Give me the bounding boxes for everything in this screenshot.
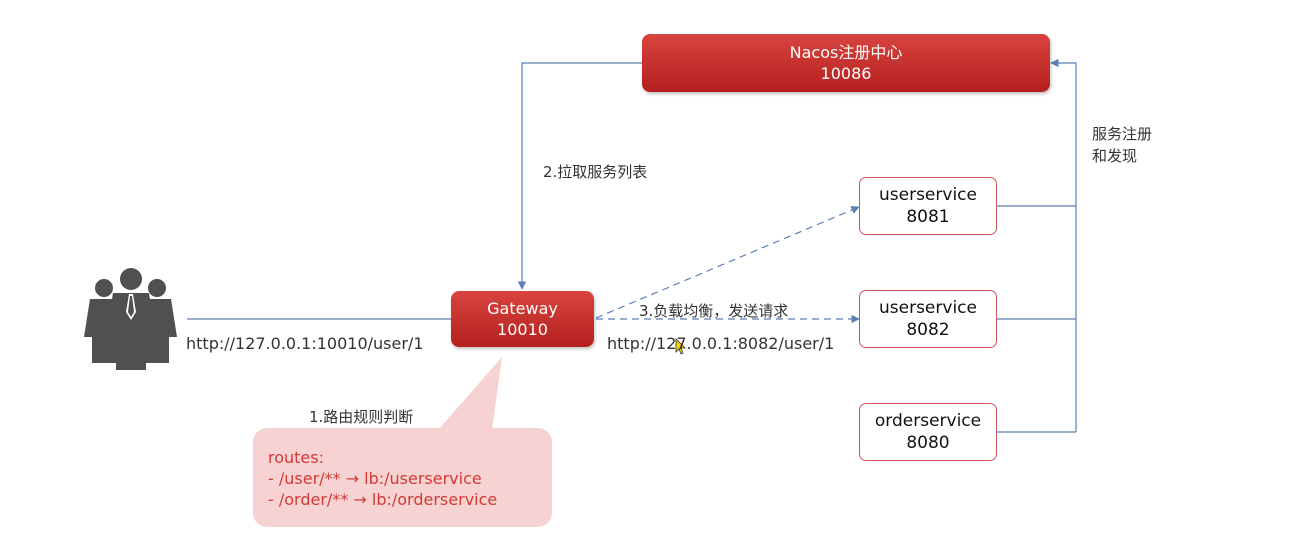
step1-label: 1.路由规则判断 [309,408,414,426]
registry-bus-vertical [1050,58,1077,432]
route-rule-user: - /user/** → lb:/userservice [268,469,482,488]
users-group-icon [84,268,177,370]
routes-title: routes: [268,448,324,467]
service-name: orderservice [874,411,982,431]
register-discovery-label-1: 服务注册 [1092,125,1153,143]
orderservice-8080-node: orderservice 8080 [859,403,997,461]
userservice-8082-node: userservice 8082 [859,290,997,348]
routes-bubble [253,428,552,527]
service-port: 8081 [906,207,950,227]
userservice-8081-node: userservice 8081 [859,177,997,235]
service-name: userservice [879,185,977,205]
forward-url-label: http://127.0.0.1:8082/user/1 [607,334,835,353]
gateway-name: Gateway [487,299,558,318]
cursor-icon [675,338,686,355]
nacos-to-gateway-line [517,62,642,290]
nacos-port: 10086 [820,64,872,83]
step2-label: 2.拉取服务列表 [543,163,648,181]
client-url-label: http://127.0.0.1:10010/user/1 [186,334,424,353]
step3-label: 3.负载均衡，发送请求 [639,302,789,320]
nacos-registry-node: Nacos注册中心 10086 [642,34,1050,92]
bubble-tail [438,357,502,430]
route-rule-order: - /order/** → lb:/orderservice [268,490,498,509]
nacos-name: Nacos注册中心 [789,43,903,62]
service-name: userservice [879,298,977,318]
register-discovery-label-2: 和发现 [1092,147,1138,165]
service-port: 8080 [906,433,950,453]
service-port: 8082 [906,320,950,340]
gateway-port: 10010 [497,320,548,339]
gateway-node: Gateway 10010 [451,291,594,347]
